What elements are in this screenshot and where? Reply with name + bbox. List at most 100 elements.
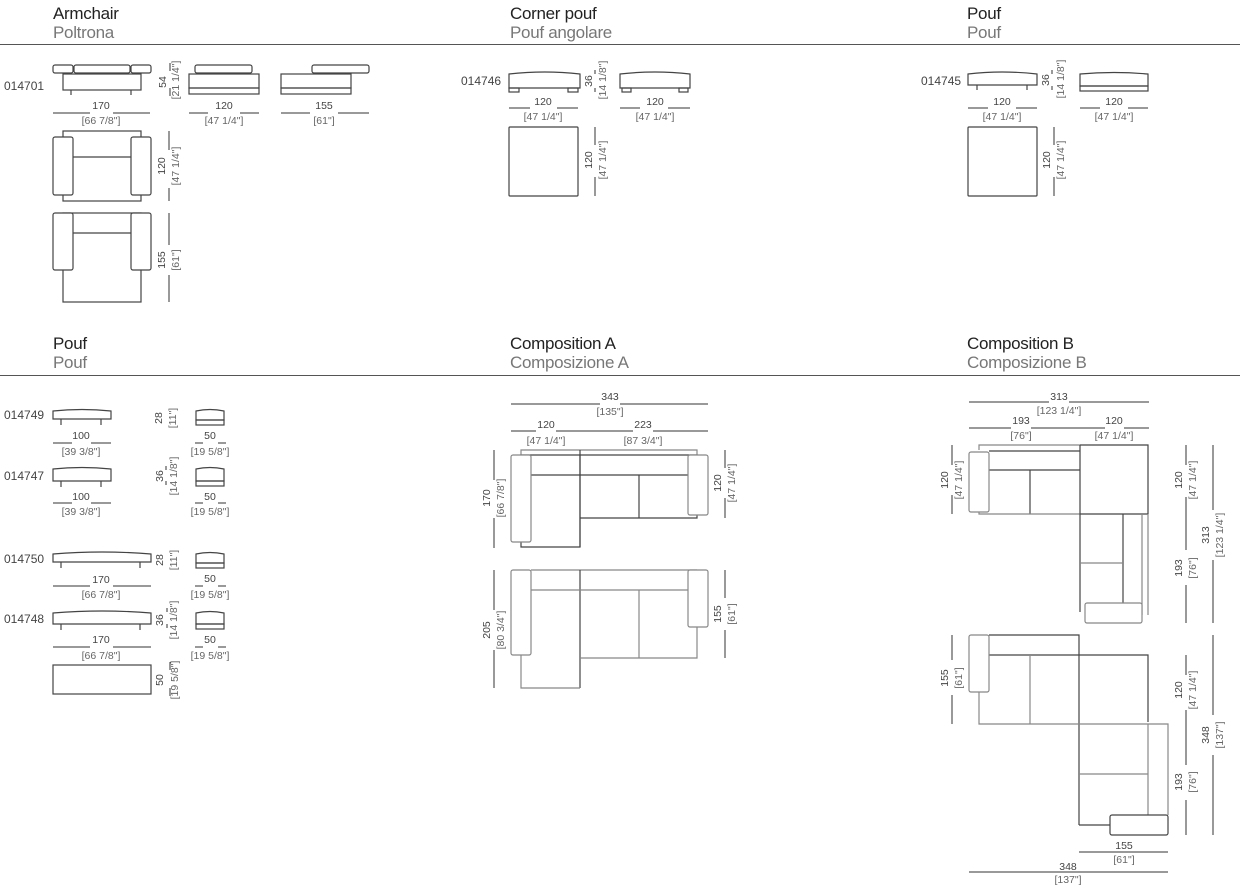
svg-text:[47 1/4"]: [47 1/4"] — [205, 115, 244, 127]
svg-text:36: 36 — [583, 75, 595, 87]
svg-text:28: 28 — [153, 412, 165, 424]
svg-text:205: 205 — [481, 621, 493, 639]
pouf-bottom-title: Pouf — [53, 334, 87, 353]
svg-text:[14 1/8"]: [14 1/8"] — [1055, 60, 1067, 99]
svg-text:[137"]: [137"] — [1054, 874, 1081, 886]
corner-pouf-front-width-dim: 120 [47 1/4"] — [509, 96, 578, 123]
armchair-plan-view-1 — [52, 130, 152, 202]
svg-text:[39 3/8"]: [39 3/8"] — [62, 506, 101, 518]
composition-b-subtitle: Composizione B — [967, 353, 1087, 372]
corner-pouf-height-dim: 36 [14 1/8"] — [583, 61, 609, 100]
svg-text:313: 313 — [1200, 526, 1212, 544]
svg-text:155: 155 — [712, 605, 724, 623]
svg-text:[80 3/4"]: [80 3/4"] — [495, 611, 507, 650]
svg-text:[47 1/4"]: [47 1/4"] — [597, 141, 609, 180]
svg-text:[11"]: [11"] — [168, 550, 180, 571]
svg-text:[76"]: [76"] — [1187, 557, 1199, 578]
svg-text:348: 348 — [1200, 726, 1212, 744]
armchair-side1-width-dim: 120 [47 1/4"] — [189, 100, 259, 127]
svg-text:50: 50 — [204, 491, 216, 503]
svg-text:[19 5/8"]: [19 5/8"] — [191, 650, 230, 662]
svg-text:[66 7/8"]: [66 7/8"] — [82, 115, 121, 127]
svg-text:120: 120 — [712, 474, 724, 492]
svg-text:36: 36 — [154, 614, 166, 626]
pouf-code: 014745 — [921, 74, 962, 88]
pouf-1-front-view — [52, 408, 112, 425]
svg-text:36: 36 — [154, 470, 166, 482]
svg-text:[47 1/4"]: [47 1/4"] — [524, 111, 563, 123]
composition-b-plan-2 — [968, 634, 1169, 836]
svg-text:[47 1/4"]: [47 1/4"] — [636, 111, 675, 123]
svg-text:[76"]: [76"] — [1010, 430, 1031, 442]
corner-pouf-subtitle: Pouf angolare — [510, 23, 612, 42]
svg-text:120: 120 — [1105, 96, 1123, 108]
svg-text:100: 100 — [72, 430, 90, 442]
svg-text:120: 120 — [583, 151, 595, 169]
composition-a-plan-2 — [510, 569, 709, 689]
svg-text:155: 155 — [315, 100, 333, 112]
pouf-code-3: 014750 — [4, 552, 45, 566]
svg-text:[61"]: [61"] — [1113, 854, 1134, 866]
pouf-1-width-dim: 100 [39 3/8"] 50 [19 5/8"] — [53, 430, 229, 458]
composition-a-plan-1 — [510, 449, 709, 548]
svg-text:50: 50 — [204, 634, 216, 646]
armchair-plan-view-2 — [52, 212, 152, 303]
svg-text:[61"]: [61"] — [170, 249, 182, 270]
corner-pouf-side-width-dim: 120 [47 1/4"] — [620, 96, 690, 123]
svg-text:28: 28 — [154, 554, 166, 566]
svg-text:50: 50 — [204, 430, 216, 442]
svg-text:[14 1/8"]: [14 1/8"] — [168, 601, 180, 640]
svg-text:[61"]: [61"] — [313, 115, 334, 127]
corner-pouf-front-view — [508, 71, 581, 93]
pouf-code-2: 014747 — [4, 469, 45, 483]
pouf-plan-long-depth-dim: 50 [19 5/8"] — [154, 661, 181, 700]
composition-b-title: Composition B — [967, 334, 1074, 353]
corner-pouf-code: 014746 — [461, 74, 502, 88]
pouf-front-view — [967, 71, 1038, 90]
armchair-subtitle: Poltrona — [53, 23, 114, 42]
pouf-code-1: 014749 — [4, 408, 45, 422]
svg-text:[135"]: [135"] — [596, 406, 623, 418]
svg-text:[87 3/4"]: [87 3/4"] — [624, 435, 663, 447]
svg-text:170: 170 — [481, 489, 493, 507]
svg-text:120: 120 — [1173, 681, 1185, 699]
pouf-3-side-view — [195, 551, 225, 569]
svg-text:343: 343 — [601, 391, 619, 403]
svg-text:[66 7/8"]: [66 7/8"] — [82, 650, 121, 662]
pouf-front-width-dim: 120 [47 1/4"] — [968, 96, 1037, 123]
svg-text:[19 5/8"]: [19 5/8"] — [191, 446, 230, 458]
pouf-3-front-view — [52, 551, 152, 568]
svg-text:120: 120 — [215, 100, 233, 112]
svg-text:170: 170 — [92, 100, 110, 112]
armchair-height-dim: 54 [21 1/4"] — [157, 61, 182, 100]
corner-pouf-side-view — [619, 71, 691, 93]
svg-text:[14 1/8"]: [14 1/8"] — [597, 61, 609, 100]
pouf-plan-view-long — [52, 664, 152, 695]
svg-text:[47 1/4"]: [47 1/4"] — [983, 111, 1022, 123]
svg-text:[47 1/4"]: [47 1/4"] — [1095, 111, 1134, 123]
svg-text:[47 1/4"]: [47 1/4"] — [170, 147, 182, 186]
composition-a-width-dims: 343 [135"] 120 223 [47 1/4"] [87 3/4"] — [511, 391, 708, 447]
svg-text:[47 1/4"]: [47 1/4"] — [1095, 430, 1134, 442]
svg-text:[66 7/8"]: [66 7/8"] — [82, 589, 121, 601]
armchair-front-view — [52, 64, 152, 95]
svg-text:120: 120 — [534, 96, 552, 108]
svg-text:223: 223 — [634, 419, 652, 431]
svg-text:[137"]: [137"] — [1214, 721, 1226, 748]
svg-text:348: 348 — [1059, 861, 1077, 873]
armchair-title: Armchair — [53, 4, 119, 23]
svg-text:[76"]: [76"] — [1187, 771, 1199, 792]
svg-text:313: 313 — [1050, 391, 1068, 403]
svg-text:120: 120 — [993, 96, 1011, 108]
svg-text:[123 1/4"]: [123 1/4"] — [1214, 513, 1226, 558]
svg-text:155: 155 — [156, 251, 168, 269]
svg-text:[19 5/8"]: [19 5/8"] — [191, 506, 230, 518]
svg-text:[66 7/8"]: [66 7/8"] — [495, 479, 507, 518]
armchair-plan1-depth-dim: 120 [47 1/4"] — [156, 131, 182, 201]
pouf-code-4: 014748 — [4, 612, 45, 626]
svg-text:193: 193 — [1173, 773, 1185, 791]
svg-text:[19 5/8"]: [19 5/8"] — [169, 661, 181, 700]
middle-divider — [0, 375, 1240, 376]
pouf-1-height-dim: 28 [11"] — [153, 408, 179, 429]
